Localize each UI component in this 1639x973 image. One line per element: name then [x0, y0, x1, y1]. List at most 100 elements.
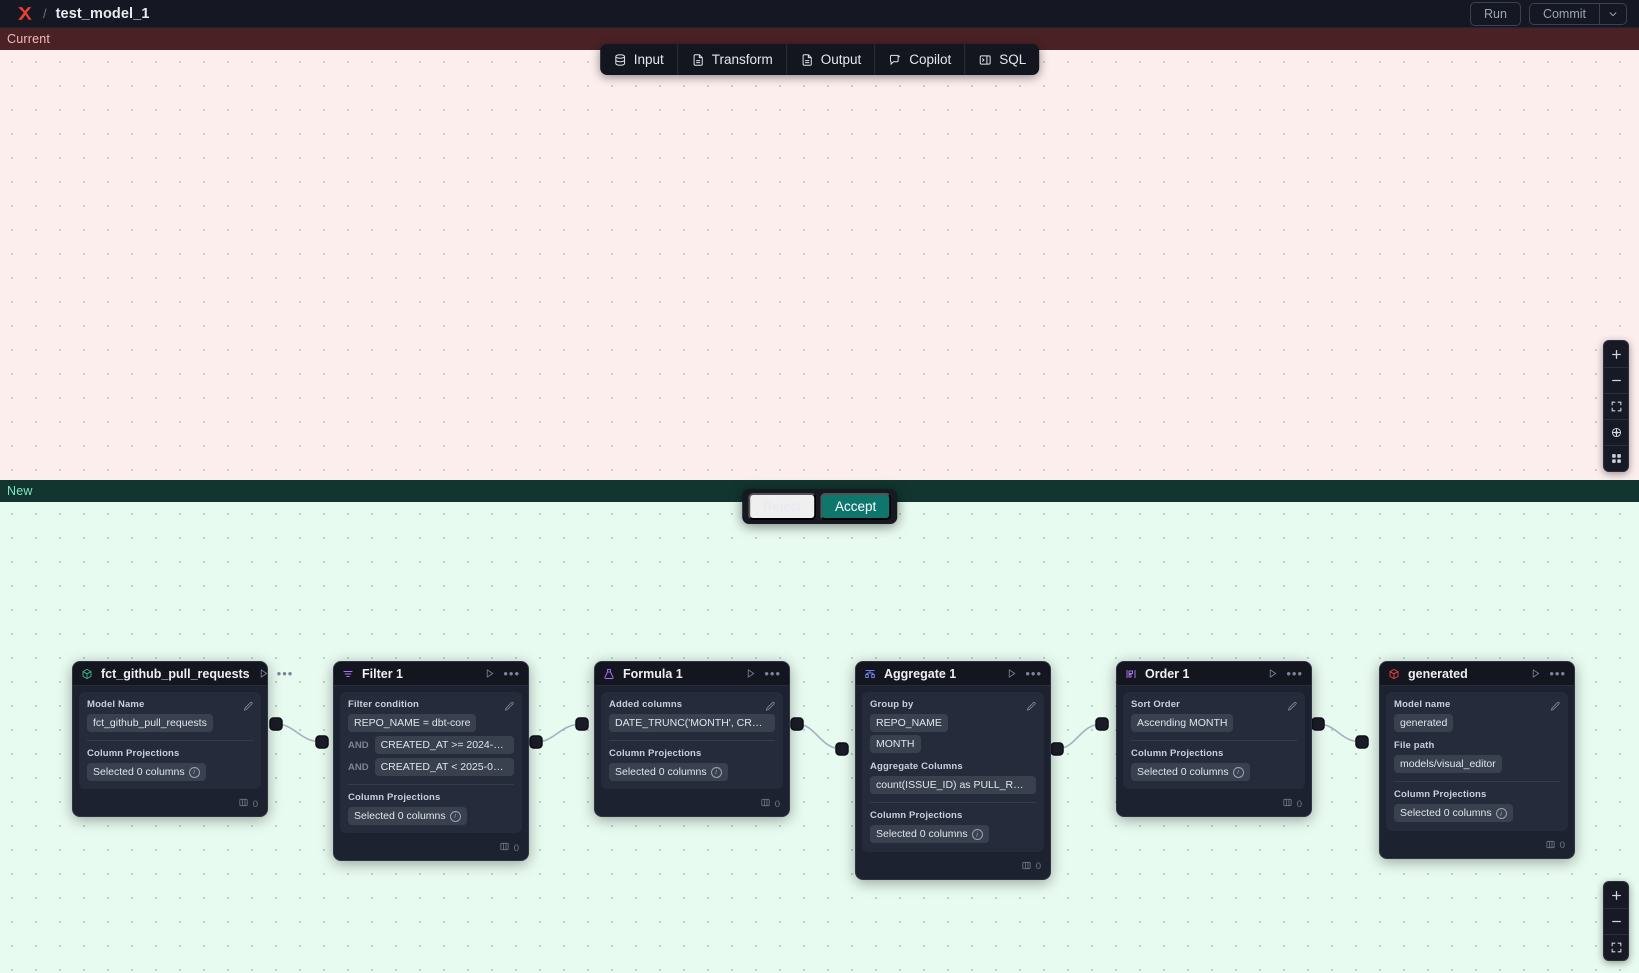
filter-condition-chip[interactable]: CREATED_AT < 2025-03-01 [374, 758, 514, 777]
play-icon[interactable] [1530, 668, 1541, 679]
node-aggregate-1[interactable]: Aggregate 1 ••• Group by REPO_NAME MONTH… [855, 661, 1051, 880]
info-icon[interactable]: i [188, 766, 200, 778]
info-icon[interactable]: i [710, 766, 722, 778]
projections-value: Selected 0 columns [876, 828, 968, 841]
node-title: Aggregate 1 [884, 666, 957, 681]
play-icon[interactable] [1267, 668, 1278, 679]
columns-icon [760, 797, 771, 811]
more-icon[interactable]: ••• [276, 665, 294, 681]
field-label: Added columns [609, 699, 683, 710]
order-icon [1125, 668, 1137, 680]
projections-chip[interactable]: Selected 0 columns i [1131, 763, 1250, 782]
more-icon[interactable]: ••• [1286, 665, 1303, 681]
plus-icon[interactable] [1604, 341, 1628, 367]
node-header: Order 1 ••• [1117, 662, 1311, 686]
tab-output[interactable]: Output [785, 44, 875, 75]
group-by-chip[interactable]: MONTH [870, 735, 921, 754]
footer-count: 0 [1559, 840, 1565, 852]
edit-pencil-icon[interactable] [1026, 699, 1037, 717]
canvas-dot-grid-current [0, 50, 1639, 480]
columns-icon [1021, 860, 1032, 874]
recenter-icon[interactable] [1604, 419, 1628, 445]
edit-pencil-icon[interactable] [243, 699, 254, 717]
x-logo-icon[interactable] [14, 4, 34, 24]
filter-condition-chip[interactable]: REPO_NAME = dbt-core [348, 714, 477, 732]
minus-icon[interactable] [1604, 908, 1628, 934]
fit-screen-icon[interactable] [1604, 393, 1628, 419]
field-label: Filter condition [348, 699, 420, 710]
sort-order-chip[interactable]: Ascending MONTH [1131, 714, 1234, 732]
commit-button[interactable]: Commit [1542, 6, 1586, 21]
run-button[interactable]: Run [1470, 1, 1521, 26]
tab-transform[interactable]: Transform [676, 44, 786, 75]
edit-pencil-icon[interactable] [504, 699, 515, 717]
top-bar-actions: Run Commit [1470, 1, 1631, 26]
node-footer: 0 [1117, 795, 1311, 816]
info-icon[interactable]: i [971, 828, 983, 840]
tab-copilot[interactable]: Copilot [874, 44, 964, 75]
document-icon [691, 53, 705, 67]
breadcrumb-separator: / [43, 6, 47, 21]
added-columns-chip[interactable]: DATE_TRUNC('MONTH', CREATED_AT... [609, 714, 775, 732]
info-icon[interactable]: i [449, 810, 461, 822]
more-icon[interactable]: ••• [764, 665, 781, 681]
play-icon[interactable] [484, 668, 495, 679]
sql-panel-icon [978, 53, 992, 67]
edit-pencil-icon[interactable] [765, 699, 776, 717]
group-by-chip[interactable]: REPO_NAME [870, 714, 948, 732]
zoom-controls-new [1603, 881, 1629, 961]
model-name-chip[interactable]: generated [1394, 714, 1454, 732]
commit-button-group[interactable]: Commit [1528, 2, 1627, 25]
filter-condition-chip[interactable]: CREATED_AT >= 2024-12-01 [374, 736, 514, 755]
edit-pencil-icon[interactable] [1550, 699, 1561, 717]
divider [1394, 781, 1560, 783]
info-icon[interactable]: i [1495, 807, 1507, 819]
more-icon[interactable]: ••• [1025, 665, 1042, 681]
pane-current-label: Current [0, 28, 1639, 50]
accept-button[interactable]: Accept [819, 493, 892, 520]
minus-icon[interactable] [1604, 367, 1628, 393]
node-order-1[interactable]: Order 1 ••• Sort Order Ascending MONTH C… [1116, 661, 1312, 818]
grid-icon[interactable] [1604, 445, 1628, 471]
node-fct-github-pull-requests[interactable]: fct_github_pull_requests ••• Model Name … [72, 661, 292, 818]
play-icon[interactable] [745, 668, 756, 679]
projections-chip[interactable]: Selected 0 columns i [87, 763, 206, 782]
node-formula-1[interactable]: Formula 1 ••• Added columns DATE_TRUNC('… [594, 661, 790, 818]
columns-icon [238, 797, 249, 811]
more-icon[interactable]: ••• [1549, 665, 1566, 681]
top-bar: / test_model_1 Run Commit [0, 0, 1639, 28]
field-label: Model name [1394, 699, 1451, 710]
condition-operator: AND [348, 739, 369, 751]
model-name-chip[interactable]: fct_github_pull_requests [87, 714, 213, 732]
fit-screen-icon[interactable] [1604, 934, 1628, 960]
info-icon[interactable]: i [1232, 766, 1244, 778]
field-label: Aggregate Columns [870, 761, 963, 773]
projections-chip[interactable]: Selected 0 columns i [609, 763, 728, 781]
projections-label: Column Projections [87, 748, 180, 760]
divider [870, 802, 1036, 804]
zoom-controls-current [1603, 340, 1629, 472]
node-generated[interactable]: generated ••• Model name generated File … [1379, 661, 1575, 859]
reject-button[interactable]: Reject [747, 493, 816, 520]
projections-label: Column Projections [1394, 789, 1487, 801]
tab-input[interactable]: Input [600, 44, 677, 75]
node-header: Filter 1 ••• [334, 662, 528, 686]
edit-pencil-icon[interactable] [1287, 699, 1298, 717]
node-header: Aggregate 1 ••• [856, 662, 1050, 686]
node-filter-1[interactable]: Filter 1 ••• Filter condition REPO_NAME … [333, 661, 529, 862]
projections-label: Column Projections [609, 748, 702, 759]
tab-sql[interactable]: SQL [964, 44, 1039, 75]
play-icon[interactable] [258, 668, 269, 679]
projections-label: Column Projections [1131, 748, 1224, 760]
projections-chip[interactable]: Selected 0 columns i [870, 825, 989, 844]
projections-chip[interactable]: Selected 0 columns i [348, 807, 467, 826]
plus-icon[interactable] [1604, 882, 1628, 908]
chevron-down-icon[interactable] [1599, 3, 1626, 24]
editor-toolbar: Input Transform Output Copilot SQL [599, 44, 1040, 75]
projections-chip[interactable]: Selected 0 columns i [1394, 804, 1513, 823]
more-icon[interactable]: ••• [503, 665, 520, 681]
file-path-chip[interactable]: models/visual_editor [1394, 755, 1502, 774]
aggregate-columns-chip[interactable]: count(ISSUE_ID) as PULL_REQUEST_... [870, 776, 1036, 795]
play-icon[interactable] [1006, 668, 1017, 679]
